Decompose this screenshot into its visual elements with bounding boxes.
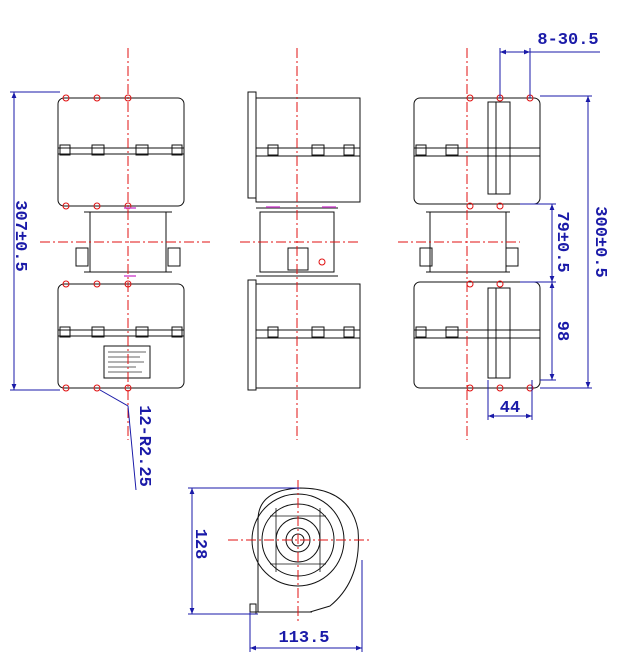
right-centerlines xyxy=(398,48,520,440)
side-centerlines xyxy=(240,48,360,440)
dim-end-height: 128 xyxy=(190,529,209,560)
right-view xyxy=(413,94,541,392)
dimension-lines xyxy=(10,48,600,652)
front-view xyxy=(57,94,185,392)
right-lower-housing xyxy=(413,281,541,389)
side-lower-housing xyxy=(255,283,361,389)
dim-height-right: 300±0.5 xyxy=(590,206,609,277)
side-upper-housing xyxy=(255,97,361,203)
upper-clips xyxy=(59,144,183,156)
end-centerlines xyxy=(228,480,372,622)
end-view xyxy=(249,487,359,615)
scroll-housing xyxy=(257,487,359,613)
dim-end-width: 113.5 xyxy=(278,629,329,648)
upper-outlet xyxy=(487,101,511,195)
upper-housing xyxy=(57,97,185,207)
dimension-labels: 307±0.5 12-R2.25 8-30.5 300±0.5 79±0.5 9… xyxy=(10,31,609,648)
front-centerlines xyxy=(40,48,210,440)
dim-holes: 12-R2.25 xyxy=(134,405,153,487)
dim-housing-right: 98 xyxy=(552,321,571,341)
dim-motor-section: 79±0.5 xyxy=(552,211,571,272)
lower-clips xyxy=(59,326,183,338)
lower-outlet xyxy=(487,287,511,379)
right-upper-housing xyxy=(413,97,541,205)
side-view xyxy=(247,91,361,391)
dim-outlet-width: 44 xyxy=(500,399,520,418)
dim-spacing-top: 8-30.5 xyxy=(537,31,598,50)
dim-height-total: 307±0.5 xyxy=(10,200,29,271)
